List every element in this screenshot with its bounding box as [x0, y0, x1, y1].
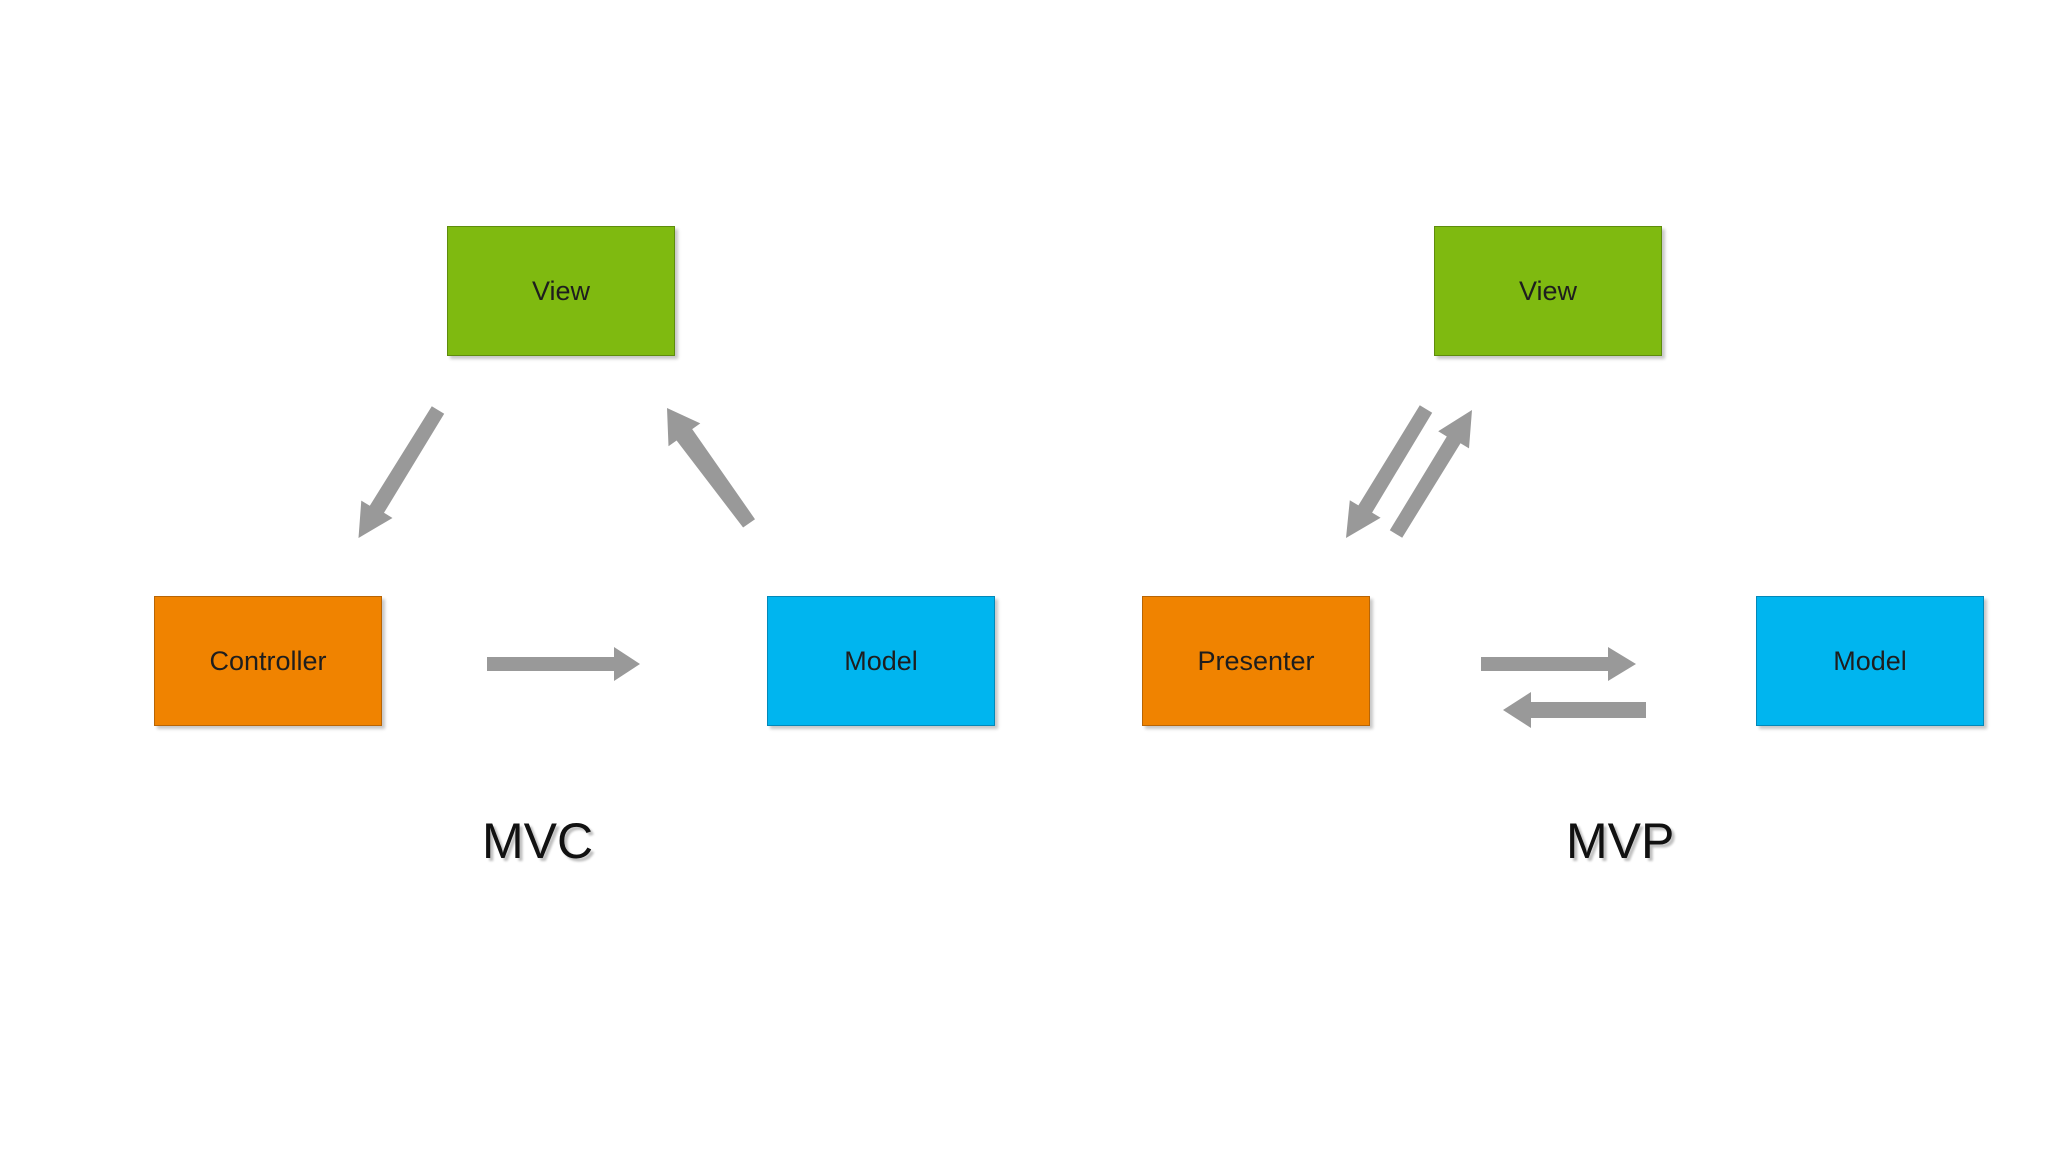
mvp-arrow-presenter-to-view — [1389, 410, 1472, 538]
mvp-arrow-model-to-presenter — [1503, 692, 1646, 728]
mvp-view-label: View — [1518, 275, 1578, 306]
mvp-arrow-presenter-to-model — [1481, 647, 1636, 681]
mvp-model-label: Model — [1833, 645, 1907, 676]
mvc-arrows — [358, 406, 755, 681]
mvc-view-box: View — [447, 226, 675, 356]
mvc-model-label: Model — [844, 645, 918, 676]
mvc-controller-box: Controller — [154, 596, 382, 726]
mvp-arrow-view-to-presenter — [1346, 405, 1433, 538]
mvc-caption: MVC — [482, 813, 594, 869]
mvc-controller-label: Controller — [209, 645, 327, 676]
mvp-arrows — [1346, 405, 1646, 728]
mvp-presenter-box: Presenter — [1142, 596, 1370, 726]
mvc-arrow-controller-to-model — [487, 647, 640, 681]
mvp-presenter-label: Presenter — [1197, 645, 1315, 676]
mvc-model-box: Model — [767, 596, 995, 726]
mvp-view-box: View — [1434, 226, 1662, 356]
mvp-caption: MVP — [1566, 813, 1675, 869]
mvp-model-box: Model — [1756, 596, 1984, 726]
mvc-view-label: View — [531, 275, 591, 306]
mvc-arrow-model-to-view — [667, 408, 755, 528]
mvc-arrow-view-to-controller — [358, 406, 445, 538]
